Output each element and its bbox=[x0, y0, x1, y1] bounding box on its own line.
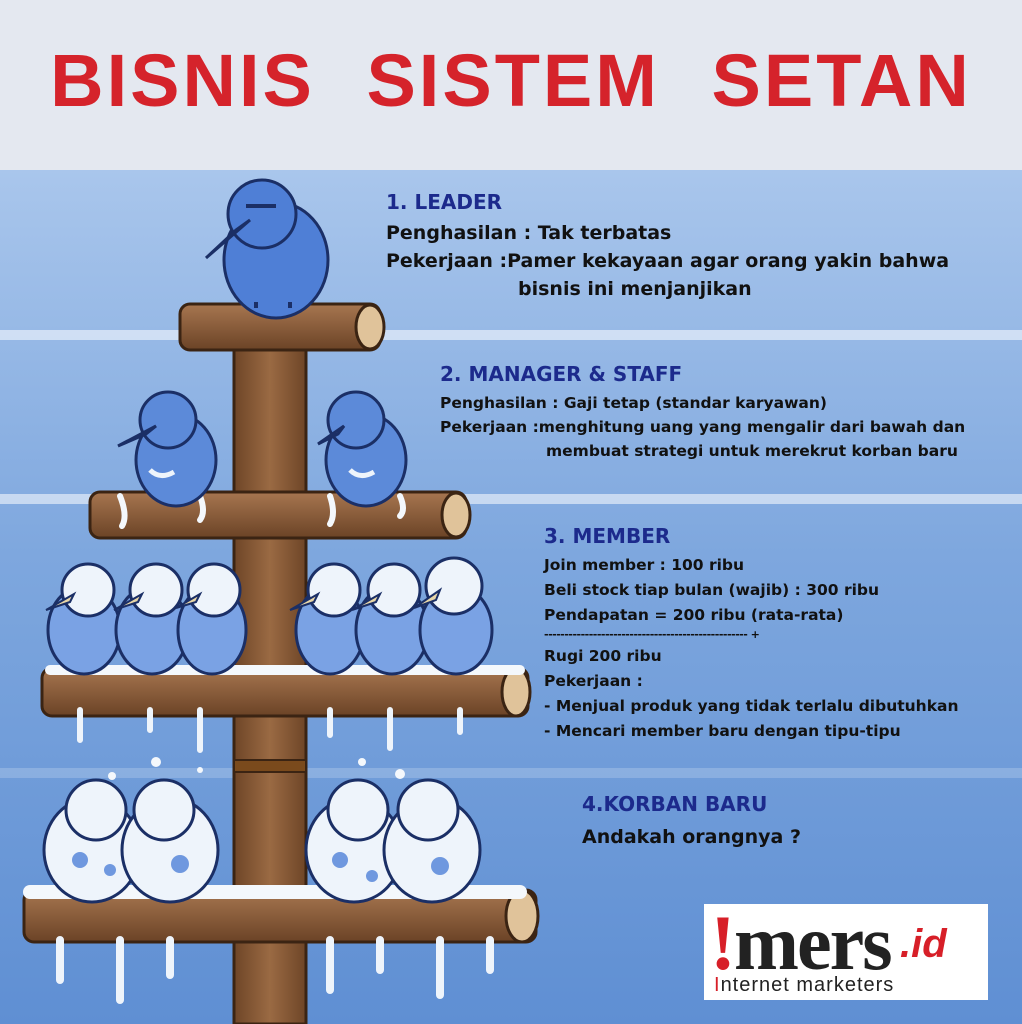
page-title: BISNIS SISTEM SETAN bbox=[0, 38, 1022, 123]
log-level-4 bbox=[22, 885, 540, 1004]
frozen-spots bbox=[72, 852, 449, 882]
bird-pole-illustration bbox=[22, 178, 540, 1024]
manager-bird-left bbox=[117, 390, 218, 508]
level-2-line: membuat strategi untuk merekrut korban b… bbox=[546, 442, 958, 460]
logo-tagline: Internet marketers bbox=[714, 974, 895, 996]
snow-drops bbox=[108, 757, 405, 780]
frozen-birds bbox=[42, 778, 482, 904]
logo-suffix: .id bbox=[900, 922, 947, 966]
manager-bird-right bbox=[317, 390, 408, 508]
level-2-line: Penghasilan : Gaji tetap (standar karyaw… bbox=[440, 394, 828, 412]
level-1-line: Pekerjaan :Pamer kekayaan agar orang yak… bbox=[386, 250, 950, 272]
log-level-2 bbox=[88, 490, 472, 540]
level-3-separator: ----------------------------------------… bbox=[544, 628, 760, 641]
level-3-line: - Menjual produk yang tidak terlalu dibu… bbox=[544, 697, 959, 715]
level-4-panel: 4.KORBAN BARU Andakah orangnya ? bbox=[582, 792, 801, 848]
level-3-line: Pendapatan = 200 ribu (rata-rata) bbox=[544, 606, 844, 624]
level-2-heading: 2. MANAGER & STAFF bbox=[440, 362, 683, 386]
level-4-heading: 4.KORBAN BARU bbox=[582, 792, 768, 816]
leader-bird bbox=[204, 178, 330, 320]
pole-band bbox=[233, 759, 307, 773]
title-word-3: SETAN bbox=[711, 39, 972, 122]
divider-band bbox=[0, 494, 1022, 504]
level-3-line: Pekerjaan : bbox=[544, 672, 643, 690]
member-beaks bbox=[45, 587, 443, 611]
level-3-line: - Mencari member baru dengan tipu-tipu bbox=[544, 722, 901, 740]
logo-wordmark: !mers bbox=[710, 899, 893, 986]
level-1-panel: 1. LEADER Penghasilan : Tak terbatas Pek… bbox=[386, 190, 949, 300]
level-1-heading: 1. LEADER bbox=[386, 190, 503, 214]
header-band bbox=[0, 0, 1022, 170]
member-birds bbox=[46, 556, 494, 676]
level-1-line: bisnis ini menjanjikan bbox=[518, 278, 752, 300]
level-3-line: Join member : 100 ribu bbox=[544, 556, 745, 574]
level-3-panel: 3. MEMBER Join member : 100 ribu Beli st… bbox=[544, 524, 959, 740]
level-3-line: Rugi 200 ribu bbox=[544, 647, 662, 665]
level-3-line: Beli stock tiap bulan (wajib) : 300 ribu bbox=[544, 581, 880, 599]
title-word-1: BISNIS bbox=[50, 39, 315, 122]
divider-band bbox=[0, 768, 1022, 778]
level-2-line: Pekerjaan :menghitung uang yang mengalir… bbox=[440, 418, 966, 436]
log-level-3 bbox=[40, 665, 532, 753]
title-word-2: SISTEM bbox=[366, 39, 660, 122]
imers-logo: !mers .id Internet marketers bbox=[704, 899, 988, 1000]
divider-band bbox=[0, 330, 1022, 340]
level-2-panel: 2. MANAGER & STAFF Penghasilan : Gaji te… bbox=[440, 362, 965, 460]
level-4-line: Andakah orangnya ? bbox=[582, 826, 801, 848]
level-1-line: Penghasilan : Tak terbatas bbox=[386, 222, 672, 244]
level-3-heading: 3. MEMBER bbox=[544, 524, 671, 548]
